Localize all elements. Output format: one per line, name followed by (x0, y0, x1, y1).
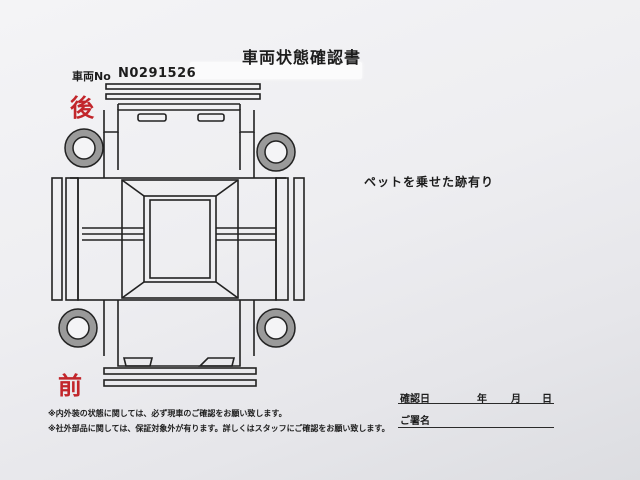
vehicle-number: N0291526 (118, 66, 197, 81)
vehicle-number-label: 車両No (72, 70, 111, 83)
tire-icon (58, 128, 296, 348)
confirmation-date-label: 確認日 (400, 394, 430, 405)
page-title: 車両状態確認書 (242, 48, 362, 67)
disclaimer-parts: ※社外部品に関しては、保証対象外が有ります。詳しくはスタッフにご確認をお願い致し… (48, 424, 390, 433)
signature-label: ご署名 (400, 416, 430, 427)
front-label: 前 (58, 372, 82, 400)
condition-note: ペットを乗せた跡有り (364, 175, 495, 189)
redaction-patch (190, 62, 362, 79)
year-label: 年 (477, 394, 487, 405)
day-label: 日 (542, 394, 552, 405)
signature-underline (398, 427, 554, 428)
month-label: 月 (511, 394, 521, 405)
disclaimer-interior: ※内外装の状態に関しては、必ず現車のご確認をお願い致します。 (48, 409, 287, 418)
rear-label: 後 (70, 94, 94, 122)
date-underline (398, 403, 554, 404)
